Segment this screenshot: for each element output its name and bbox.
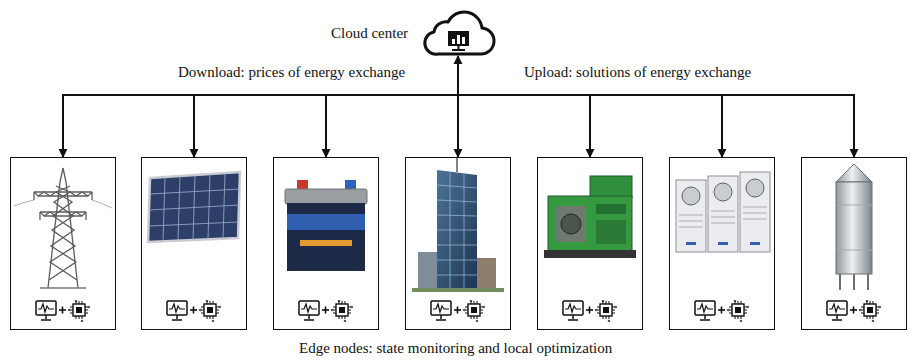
- office-building: [412, 158, 504, 292]
- edge-node-box: [801, 157, 907, 330]
- transmission-tower: [14, 168, 112, 288]
- air-conditioner-units: [676, 172, 770, 252]
- connector: [63, 56, 458, 157]
- cloud-icon: [425, 12, 494, 54]
- caption: Edge nodes: state monitoring and local o…: [297, 339, 614, 357]
- storage-tank: [836, 164, 872, 290]
- edge-icons: [36, 300, 881, 322]
- solar-panel: [148, 172, 240, 242]
- bus-label: Upload: solutions of energy exchange: [522, 63, 753, 81]
- edge-node-box: [669, 157, 775, 330]
- generator-set: [544, 176, 636, 258]
- battery: [285, 180, 367, 271]
- edge-node-box: [537, 157, 643, 330]
- connector: [458, 56, 854, 157]
- cloud-center-node: Cloud center: [327, 10, 497, 56]
- edge-node-box: [405, 157, 511, 330]
- edge-node-box: [141, 157, 247, 330]
- edge-node-box: [273, 157, 379, 330]
- bus-label: Download: prices of energy exchange: [176, 63, 407, 81]
- edge-node-box: [10, 157, 116, 330]
- node-label: Cloud center: [331, 24, 408, 42]
